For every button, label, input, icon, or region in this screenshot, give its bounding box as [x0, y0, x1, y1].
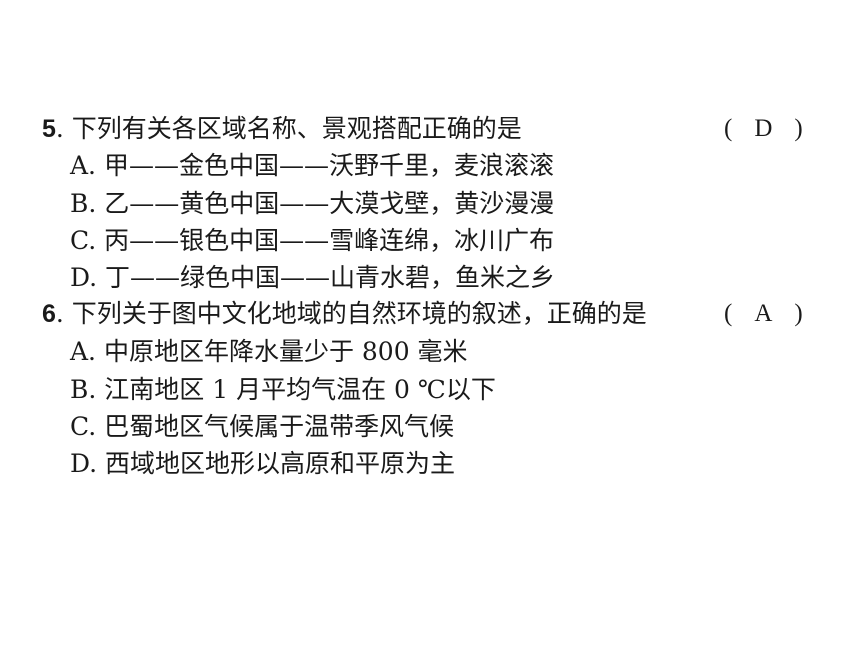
question-5-stem: 5. 下列有关各区域名称、景观搭配正确的是 [42, 114, 522, 144]
question-text: . 下列有关各区域名称、景观搭配正确的是 [55, 114, 522, 143]
question-6-option-a: A. 中原地区年降水量少于 800 毫米 [70, 337, 468, 366]
question-6-option-c: C. 巴蜀地区气候属于温带季风气候 [70, 412, 455, 441]
question-6-option-d: D. 西域地区地形以高原和平原为主 [70, 449, 456, 478]
question-text: . 下列关于图中文化地域的自然环境的叙述，正确的是 [55, 299, 647, 328]
question-5-option-b: B. 乙——黄色中国——大漠戈壁，黄沙漫漫 [70, 189, 555, 218]
answer-paren-open: ( [724, 115, 733, 142]
answer-paren-close: ) [794, 300, 803, 327]
question-5-option-a: A. 甲——金色中国——沃野千里，麦浪滚滚 [70, 151, 554, 180]
question-5-answer: ( D) [724, 114, 803, 144]
answer-letter: A [754, 300, 773, 327]
question-6-option-b: B. 江南地区 1 月平均气温在 0 ℃以下 [70, 375, 496, 404]
question-5-option-d: D. 丁——绿色中国——山青水碧，鱼米之乡 [70, 263, 556, 292]
answer-paren-close: ) [794, 115, 803, 142]
question-5-option-c: C. 丙——银色中国——雪峰连绵，冰川广布 [70, 226, 555, 255]
answer-paren-open: ( [724, 300, 733, 327]
question-number: 5 [42, 115, 56, 143]
question-number: 6 [42, 300, 56, 328]
answer-letter: D [754, 115, 773, 142]
question-6-stem: 6. 下列关于图中文化地域的自然环境的叙述，正确的是 [42, 299, 647, 329]
question-6-answer: ( A) [724, 299, 803, 329]
